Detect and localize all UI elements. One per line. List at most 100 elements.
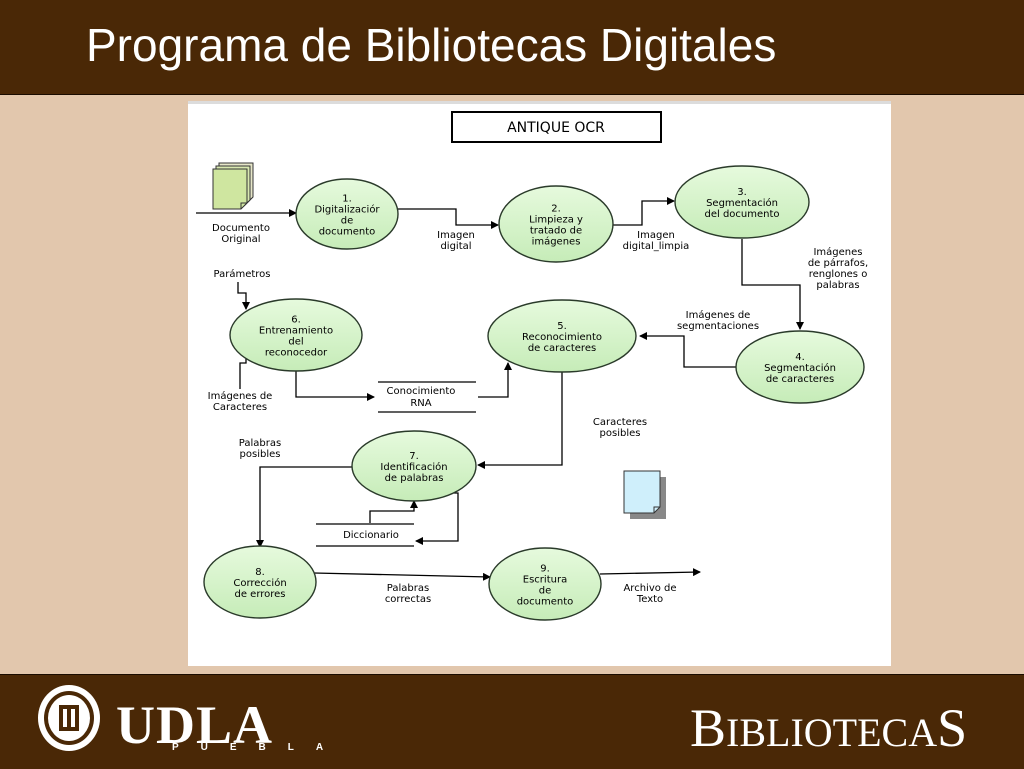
flow-label-imagenes-parrafos-0: Imágenes [813, 246, 862, 258]
flow-label-documento-original-0: Documento [212, 223, 270, 234]
process-p2-label-0: 2. [551, 204, 561, 215]
flow-imagenes-parrafos [741, 239, 804, 330]
process-p3-label-1: Segmentación [706, 197, 778, 209]
store-diccionario: Diccionario [316, 523, 414, 547]
process-p8-label-0: 8. [255, 567, 265, 578]
process-p8-label-1: Corrección [233, 577, 286, 589]
flow-label-imagen-digital-limpia-1: digital_limpia [623, 241, 690, 252]
document-stack-icon [212, 162, 254, 210]
flow-label-imagenes-parrafos-3: palabras [816, 280, 859, 291]
process-p7-ellipse [351, 430, 477, 502]
flow-label-archivo-texto-0: Archivo de [623, 583, 676, 594]
flow-label-imagen-digital-1: digital [440, 241, 471, 252]
flow-label-imagenes-parrafos-1: de párrafos, [808, 257, 868, 269]
process-p4-ellipse [735, 330, 865, 404]
process-p6-ellipse [229, 298, 363, 372]
udla-wordmark: UDLA [116, 695, 274, 755]
slide-header: Programa de Bibliotecas Digitales [0, 0, 1024, 95]
flow-conocimiento-reconocimiento [478, 362, 512, 398]
process-p1-label-2: de [341, 216, 354, 227]
flow-label-caracteres-posibles-0: Caracteres [593, 417, 647, 428]
process-p3-label-0: 3. [737, 187, 747, 198]
process-p9-label-0: 9. [540, 564, 550, 575]
slide-title: Programa de Bibliotecas Digitales [86, 19, 777, 71]
flow-label-imagenes-parrafos-2: renglones o [809, 269, 868, 280]
process-p1-ellipse [295, 178, 399, 250]
flow-lines [196, 197, 804, 581]
process-p3-ellipse [674, 165, 810, 239]
flow-label-imagenes-caracteres-1: Caracteres [213, 402, 267, 413]
process-p7-label-2: de palabras [385, 473, 444, 484]
flow-label-palabras-correctas-1: correctas [385, 594, 431, 605]
flow-reconocedor-conocimiento [295, 371, 375, 401]
flow-label-palabras-correctas-0: Palabras [387, 583, 429, 594]
process-p4-label-1: Segmentación [764, 362, 836, 374]
bibliotecas-first-letter: B [690, 698, 727, 758]
process-p6-label-1: Entrenamiento [259, 326, 333, 337]
flow-diccionario-identificacion [369, 500, 418, 523]
process-p9-label-3: documento [517, 597, 574, 608]
store-conocimiento: Conocimiento RNA [378, 381, 476, 413]
process-p2-label-3: imágenes [532, 236, 581, 248]
store-diccionario-label: Diccionario [343, 530, 399, 541]
process-p6-label-0: 6. [291, 315, 301, 326]
process-p4-label-0: 4. [795, 352, 805, 363]
process-p1-label-1: Digitalizaciór [314, 204, 380, 216]
process-p2-ellipse [498, 185, 614, 263]
flow-archivo-texto [599, 568, 701, 577]
process-p2-label-2: tratado de [530, 226, 582, 237]
dataflow-diagram: ANTIQUE OCR [196, 111, 869, 621]
process-p8-ellipse [203, 545, 317, 619]
flow-palabras-posibles [256, 466, 352, 548]
flow-label-caracteres-posibles-1: posibles [600, 428, 641, 439]
process-p9-label-1: Escritura [523, 575, 567, 586]
process-p3-label-2: del documento [704, 209, 779, 220]
flow-caracteres-posibles [477, 371, 563, 469]
udla-subtitle: PUEBLA [172, 742, 346, 753]
process-p9-ellipse [488, 547, 602, 621]
process-p7-label-0: 7. [409, 451, 419, 462]
process-p6-label-3: reconocedor [265, 348, 328, 359]
flow-label-documento-original-1: Original [221, 234, 260, 245]
process-p5-label-1: Reconocimiento [522, 332, 602, 343]
flow-label-imagenes-caracteres-0: Imágenes de [208, 390, 273, 402]
diagram-title: ANTIQUE OCR [507, 120, 605, 136]
process-p5-ellipse [487, 299, 637, 373]
flow-parametros [237, 282, 250, 310]
flow-label-parametros-0: Parámetros [214, 268, 271, 280]
process-p7-label-1: Identificación [380, 461, 447, 473]
flow-palabras-correctas [313, 572, 491, 581]
flow-label-palabras-posibles-1: posibles [240, 449, 281, 460]
flow-imagenes-segmentaciones [639, 332, 736, 368]
process-p5-label-2: de caracteres [528, 343, 596, 354]
flow-label-imagenes-segmentaciones-1: segmentaciones [677, 321, 759, 332]
process-p9-label-2: de [539, 586, 552, 597]
process-p1-label-3: documento [319, 227, 376, 238]
process-p4-label-2: de caracteres [766, 374, 834, 385]
flow-label-imagen-digital-limpia-0: Imagen [637, 230, 675, 241]
bibliotecas-middle: IBLIOTECA [726, 710, 938, 755]
flow-label-imagen-digital-0: Imagen [437, 230, 475, 241]
process-p1-label-0: 1. [342, 194, 352, 205]
flow-label-imagenes-segmentaciones-0: Imágenes de [686, 309, 751, 321]
slide-footer [0, 674, 1024, 769]
flow-imagen-digital-limpia [612, 197, 675, 226]
process-p6-label-2: del [288, 337, 303, 348]
process-p8-label-2: de errores [234, 589, 285, 600]
flow-identificacion-diccionario [415, 492, 459, 545]
bibliotecas-wordmark: BIBLIOTECAS [690, 697, 967, 759]
process-p2-label-1: Limpieza y [529, 215, 583, 226]
flow-imagen-digital [398, 208, 499, 229]
panel-top-border [188, 101, 891, 104]
